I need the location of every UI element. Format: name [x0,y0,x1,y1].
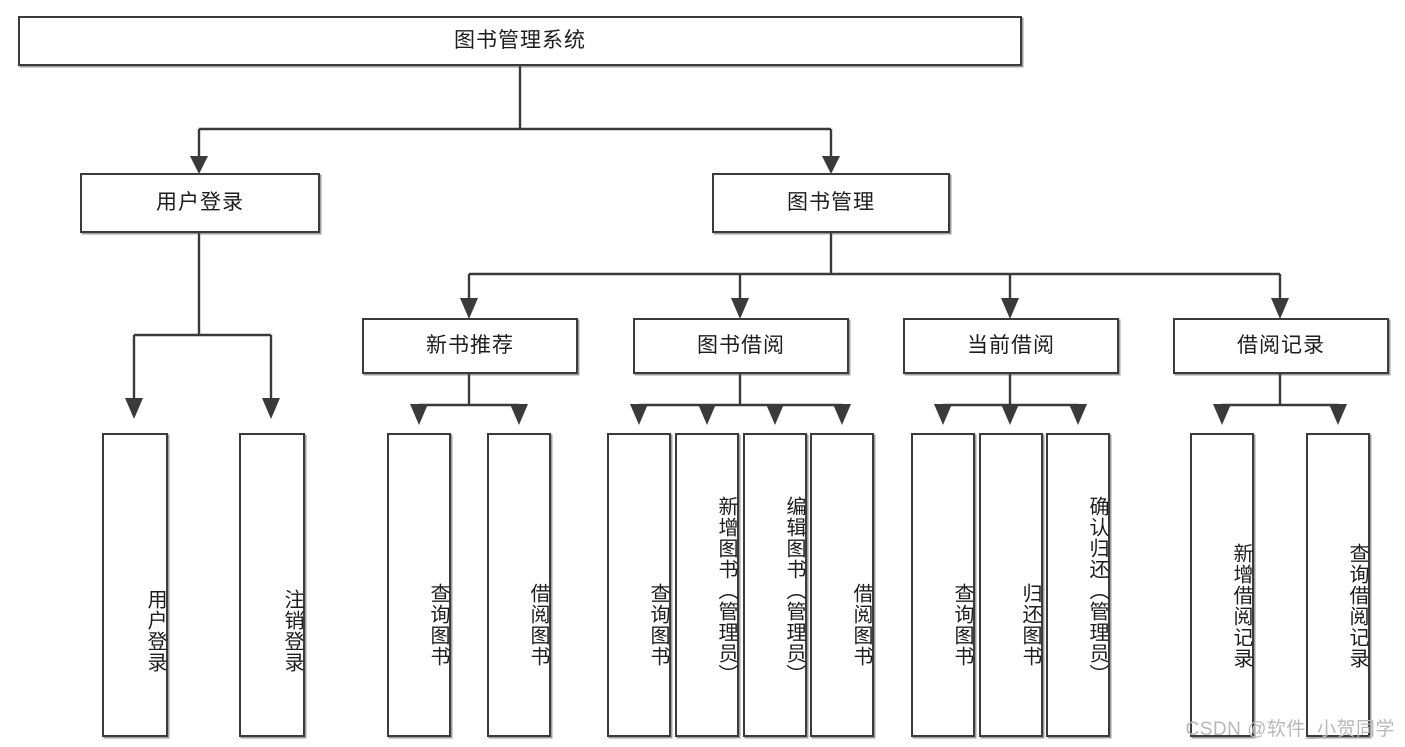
node-leaf-query-book-2[interactable]: 查询图书 [607,433,671,737]
node-current-borrow[interactable]: 当前借阅 [903,318,1119,374]
node-leaf-return-book[interactable]: 归还图书 [979,433,1043,737]
node-label: 图书管理 [787,191,875,215]
node-label: 新增借阅记录 [1230,543,1252,669]
node-label: 图书借阅 [697,334,785,358]
node-leaf-add-record[interactable]: 新增借阅记录 [1190,433,1254,737]
node-label: 新增图书（管理员） [715,495,737,685]
node-borrow-record[interactable]: 借阅记录 [1173,318,1389,374]
node-label: 图书管理系统 [454,29,586,53]
node-leaf-user-logout[interactable]: 注销登录 [239,433,305,737]
node-label: 注销登录 [281,589,303,673]
node-label: 用户登录 [144,589,166,673]
node-label: 归还图书 [1019,583,1041,667]
node-leaf-edit-book[interactable]: 编辑图书（管理员） [743,433,807,737]
node-label: 用户登录 [156,191,244,215]
node-label: 查询借阅记录 [1346,543,1368,669]
node-leaf-query-record[interactable]: 查询借阅记录 [1306,433,1370,737]
node-new-book-recommend[interactable]: 新书推荐 [362,318,578,374]
node-label: 新书推荐 [426,334,514,358]
node-user-login[interactable]: 用户登录 [80,173,320,233]
node-label: 查询图书 [951,583,973,667]
node-leaf-user-login[interactable]: 用户登录 [102,433,168,737]
node-label: 借阅记录 [1237,334,1325,358]
node-label: 借阅图书 [527,583,549,667]
node-leaf-confirm-return[interactable]: 确认归还（管理员） [1046,433,1110,737]
node-label: 编辑图书（管理员） [783,495,805,685]
csdn-watermark: CSDN @软件_小贺同学 [1185,719,1395,740]
node-book-management[interactable]: 图书管理 [712,173,950,233]
node-label: 查询图书 [427,583,449,667]
node-label: 当前借阅 [967,334,1055,358]
node-leaf-query-book-1[interactable]: 查询图书 [387,433,451,737]
node-label: 确认归还（管理员） [1086,495,1108,685]
node-book-borrow[interactable]: 图书借阅 [633,318,849,374]
node-leaf-add-book[interactable]: 新增图书（管理员） [675,433,739,737]
node-leaf-query-book-3[interactable]: 查询图书 [911,433,975,737]
node-leaf-borrow-book-1[interactable]: 借阅图书 [487,433,551,737]
node-root-system[interactable]: 图书管理系统 [18,16,1022,66]
node-label: 借阅图书 [850,583,872,667]
node-label: 查询图书 [647,583,669,667]
node-leaf-borrow-book-2[interactable]: 借阅图书 [810,433,874,737]
